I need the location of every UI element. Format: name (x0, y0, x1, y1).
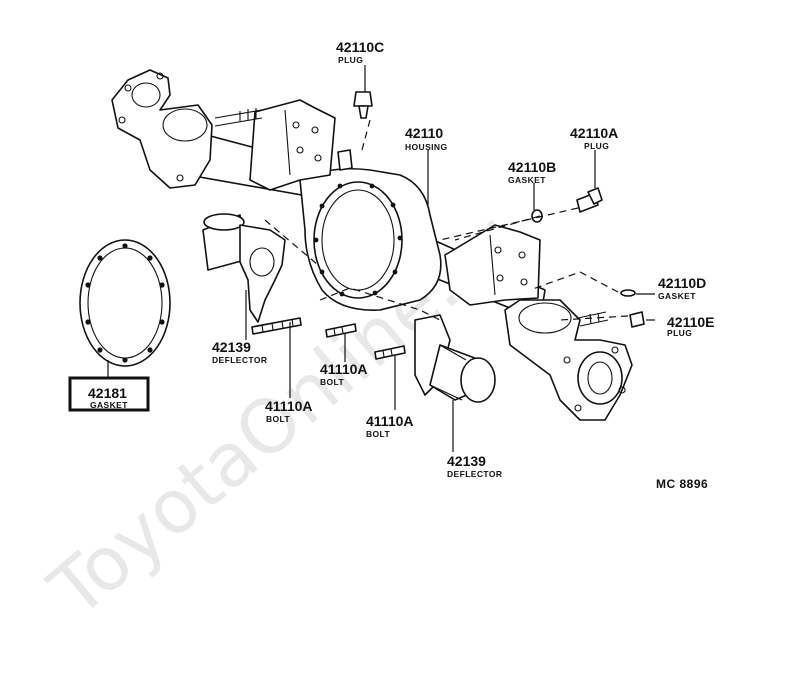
svg-text:PLUG: PLUG (667, 328, 692, 338)
svg-text:41110A: 41110A (265, 398, 313, 414)
label-42110A-top: 42110A PLUG (570, 125, 618, 151)
svg-text:42110E: 42110E (667, 314, 715, 330)
bolt-41110A-left (251, 317, 302, 335)
svg-text:GASKET: GASKET (658, 291, 696, 301)
svg-text:HOUSING: HOUSING (405, 142, 447, 152)
label-42110B: 42110B GASKET (508, 159, 556, 185)
gasket-42110D (620, 289, 636, 297)
axle-housing (111, 69, 633, 421)
label-42110: 42110 HOUSING (405, 125, 447, 152)
svg-text:42110B: 42110B (508, 159, 556, 175)
label-42181: 42181 GASKET (68, 376, 150, 412)
plug-42110C (353, 91, 373, 119)
svg-text:BOLT: BOLT (366, 429, 391, 439)
svg-text:41110A: 41110A (366, 413, 414, 429)
label-42110D: 42110D GASKET (658, 275, 706, 301)
label-41110A-mid: 41110A BOLT (320, 361, 368, 387)
bolt-41110A-mid (325, 323, 357, 338)
deflector-right (414, 314, 496, 403)
svg-text:42181: 42181 (88, 385, 127, 401)
svg-text:42110C: 42110C (336, 39, 384, 55)
assembly-lines (264, 119, 629, 321)
svg-text:42139: 42139 (212, 339, 251, 355)
bolt-41110A-right (374, 345, 406, 360)
gasket-42110B (531, 209, 543, 223)
leader-lines (107, 65, 655, 452)
svg-text:42110: 42110 (405, 125, 443, 141)
svg-text:42110A: 42110A (570, 125, 618, 141)
deflector-left (202, 213, 286, 323)
label-42110E: 42110E PLUG (667, 314, 715, 338)
svg-text:PLUG: PLUG (584, 141, 609, 151)
svg-text:42110D: 42110D (658, 275, 706, 291)
label-42110C: 42110C PLUG (336, 39, 384, 65)
label-41110A-right: 41110A BOLT (366, 413, 414, 439)
svg-text:BOLT: BOLT (320, 377, 345, 387)
svg-text:PLUG: PLUG (338, 55, 363, 65)
svg-text:BOLT: BOLT (266, 414, 291, 424)
svg-text:42139: 42139 (447, 453, 486, 469)
svg-text:GASKET: GASKET (90, 400, 128, 410)
label-41110A-left: 41110A BOLT (265, 398, 313, 424)
gasket-42181 (79, 239, 171, 367)
plug-42110A (576, 187, 603, 213)
svg-text:41110A: 41110A (320, 361, 368, 377)
plug-42110E (629, 311, 645, 328)
diagram-code: MC 8896 (656, 477, 708, 491)
label-42139-right: 42139 DEFLECTOR (447, 453, 502, 479)
label-42139-left: 42139 DEFLECTOR (212, 339, 267, 365)
svg-text:GASKET: GASKET (508, 175, 546, 185)
svg-text:DEFLECTOR: DEFLECTOR (212, 355, 267, 365)
svg-text:DEFLECTOR: DEFLECTOR (447, 469, 502, 479)
